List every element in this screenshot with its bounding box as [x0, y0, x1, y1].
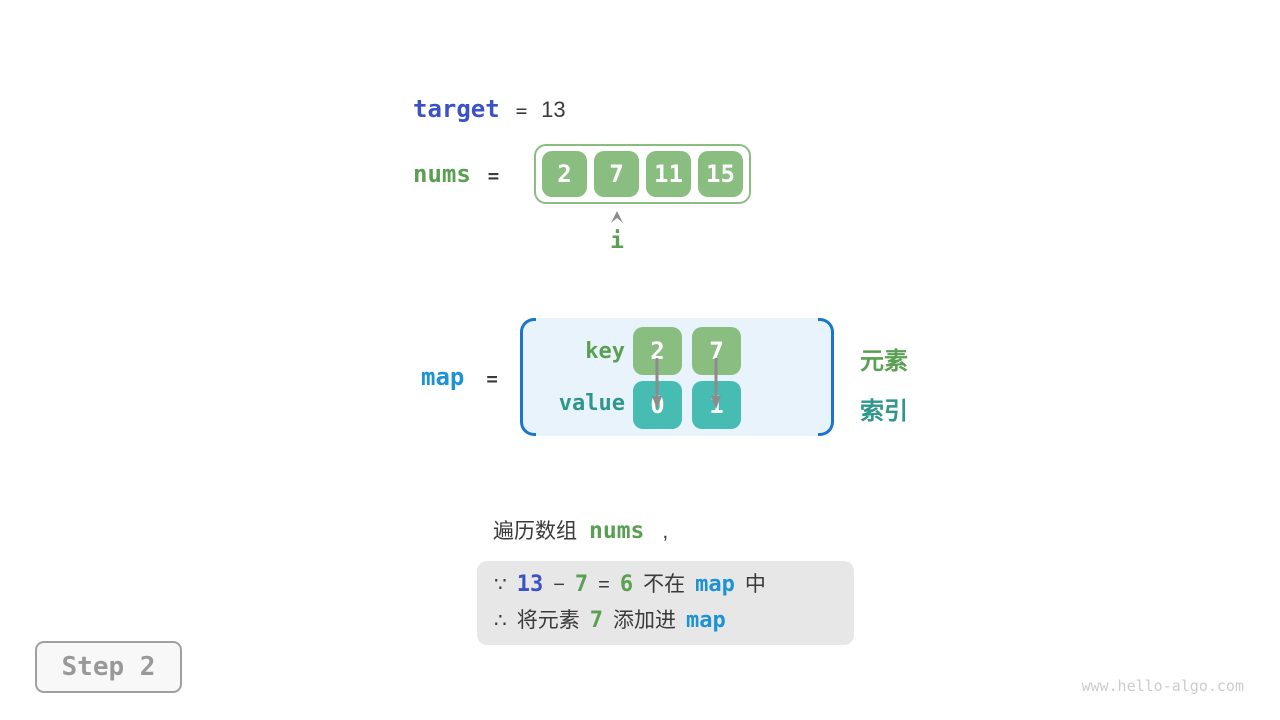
nums-array-cell: 7 [594, 151, 639, 197]
nums-array-cell: 15 [698, 151, 743, 197]
equals-sign: = [598, 574, 610, 596]
target-variable-label: target [413, 95, 500, 123]
index-pointer-label: i [610, 228, 624, 254]
current-number: 7 [574, 572, 589, 597]
nums-array-cell: 2 [542, 151, 587, 197]
target-number: 13 [516, 572, 544, 597]
difference-number: 6 [619, 572, 634, 597]
map-element-annotation: 元素 [860, 348, 908, 375]
map-container: key value 2 7 0 1 [520, 318, 834, 436]
key-to-value-arrow-icon [652, 358, 662, 409]
element-number: 7 [589, 608, 603, 633]
minus-sign: − [553, 574, 565, 596]
map-code-ref: map [685, 608, 726, 633]
map-equals-sign: = [486, 368, 498, 390]
zhong-text: 中 [744, 573, 766, 596]
nums-array-cell: 11 [646, 151, 691, 197]
index-pointer-up-arrow-icon [611, 211, 623, 223]
nums-array-container: 2 7 11 15 [534, 144, 751, 204]
target-equals-sign: = [515, 100, 528, 122]
caption-comma: , [662, 520, 669, 543]
map-key-row-label: key [585, 339, 625, 364]
therefore-symbol: ∴ [494, 610, 507, 632]
map-value-row-label: value [558, 391, 625, 416]
map-right-bracket-icon [818, 318, 834, 436]
map-index-annotation: 索引 [860, 398, 908, 425]
nums-equals-sign: = [487, 165, 500, 187]
caption-nums-code: nums [589, 518, 645, 544]
step-badge: Step 2 [35, 641, 182, 693]
note-line-1: ∵ 13 − 7 = 6 不在 map 中 [494, 568, 854, 604]
watermark: www.hello-algo.com [1081, 677, 1244, 695]
caption-text: 遍历数组 [493, 520, 577, 543]
map-left-bracket-icon [520, 318, 536, 436]
key-to-value-arrow-icon [711, 358, 721, 409]
target-value: 13 [541, 97, 566, 122]
caption-line: 遍历数组 nums , [493, 515, 668, 545]
map-row-label: map = [421, 363, 498, 391]
nums-variable-label: nums [413, 160, 471, 188]
target-row: target = 13 [413, 95, 566, 123]
map-code-ref: map [695, 572, 735, 597]
nums-row-label: nums = [413, 160, 499, 188]
not-in-text: 不在 [643, 573, 686, 596]
note-line-2: ∴ 将元素 7 添加进 map [494, 604, 854, 640]
reasoning-note-box: ∵ 13 − 7 = 6 不在 map 中 ∴ 将元素 7 添加进 map [477, 561, 854, 645]
map-variable-label: map [421, 363, 465, 391]
because-symbol: ∵ [494, 574, 507, 596]
add-text-after: 添加进 [612, 609, 676, 632]
add-text-before: 将元素 [516, 609, 580, 632]
